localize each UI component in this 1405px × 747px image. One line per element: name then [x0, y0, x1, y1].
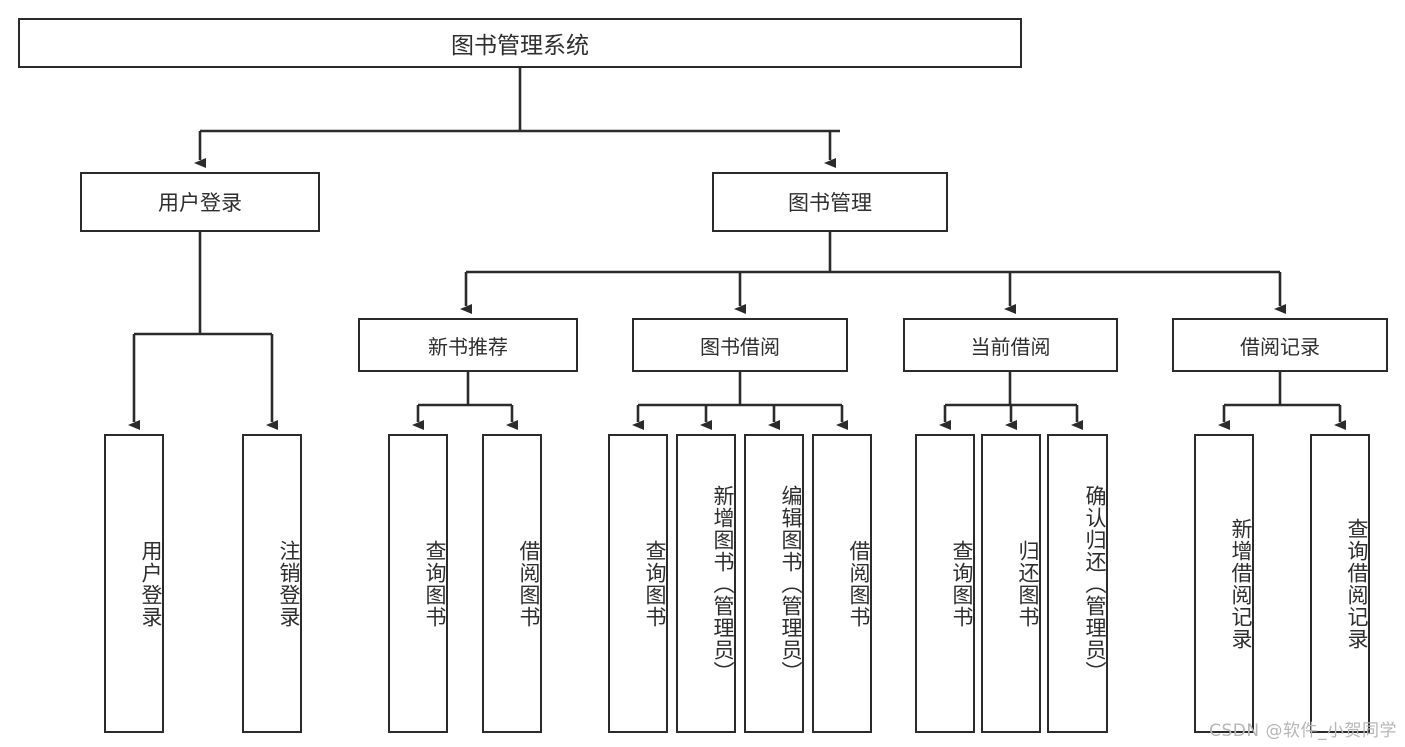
node-label: 归还图书 [1016, 539, 1040, 628]
leaf-borrow-books[interactable]: 借阅图书 [812, 434, 872, 733]
leaf-confirm-return-admin[interactable]: 确认归还（管理员） [1047, 434, 1108, 733]
node-label: 查询图书 [643, 539, 667, 628]
node-label: 查询借阅记录 [1345, 517, 1369, 650]
node-borrow-record[interactable]: 借阅记录 [1172, 318, 1388, 372]
node-label: 注销登录 [277, 539, 301, 628]
leaf-user-login[interactable]: 用户登录 [104, 434, 164, 733]
leaf-query-books-current[interactable]: 查询图书 [915, 434, 975, 733]
node-label: 用户登录 [158, 191, 242, 215]
node-label: 用户登录 [139, 539, 163, 628]
node-user-login[interactable]: 用户登录 [80, 172, 320, 232]
node-label: 借阅图书 [847, 539, 871, 628]
node-label: 借阅图书 [517, 539, 541, 628]
leaf-logout-login[interactable]: 注销登录 [242, 434, 302, 733]
node-root-system[interactable]: 图书管理系统 [18, 18, 1022, 68]
node-label: 当前借阅 [970, 334, 1051, 359]
leaf-borrow-books-recommend[interactable]: 借阅图书 [482, 434, 542, 733]
node-label: 图书管理系统 [451, 33, 589, 59]
node-label: 图书借阅 [700, 334, 780, 359]
node-book-management[interactable]: 图书管理 [712, 172, 948, 232]
leaf-query-books-borrow[interactable]: 查询图书 [608, 434, 668, 733]
node-label: 确认归还（管理员） [1083, 484, 1107, 683]
node-label: 新书推荐 [428, 334, 508, 359]
node-label: 查询图书 [423, 539, 447, 628]
node-label: 借阅记录 [1240, 334, 1320, 359]
leaf-add-book-admin[interactable]: 新增图书（管理员） [676, 434, 736, 733]
node-book-borrow[interactable]: 图书借阅 [632, 318, 848, 372]
leaf-add-borrow-record[interactable]: 新增借阅记录 [1194, 434, 1254, 733]
leaf-query-books-recommend[interactable]: 查询图书 [388, 434, 448, 733]
node-label: 查询图书 [950, 539, 974, 628]
csdn-watermark: CSDN @软件_小贺同学 [1209, 721, 1397, 741]
node-label: 新增借阅记录 [1229, 517, 1253, 650]
node-label: 编辑图书（管理员） [779, 484, 803, 683]
leaf-return-books[interactable]: 归还图书 [981, 434, 1041, 733]
node-current-borrow[interactable]: 当前借阅 [903, 318, 1118, 372]
node-new-book-recommend[interactable]: 新书推荐 [358, 318, 578, 372]
leaf-query-borrow-record[interactable]: 查询借阅记录 [1310, 434, 1370, 733]
node-label: 新增图书（管理员） [711, 484, 735, 683]
leaf-edit-book-admin[interactable]: 编辑图书（管理员） [744, 434, 804, 733]
node-label: 图书管理 [788, 191, 872, 215]
